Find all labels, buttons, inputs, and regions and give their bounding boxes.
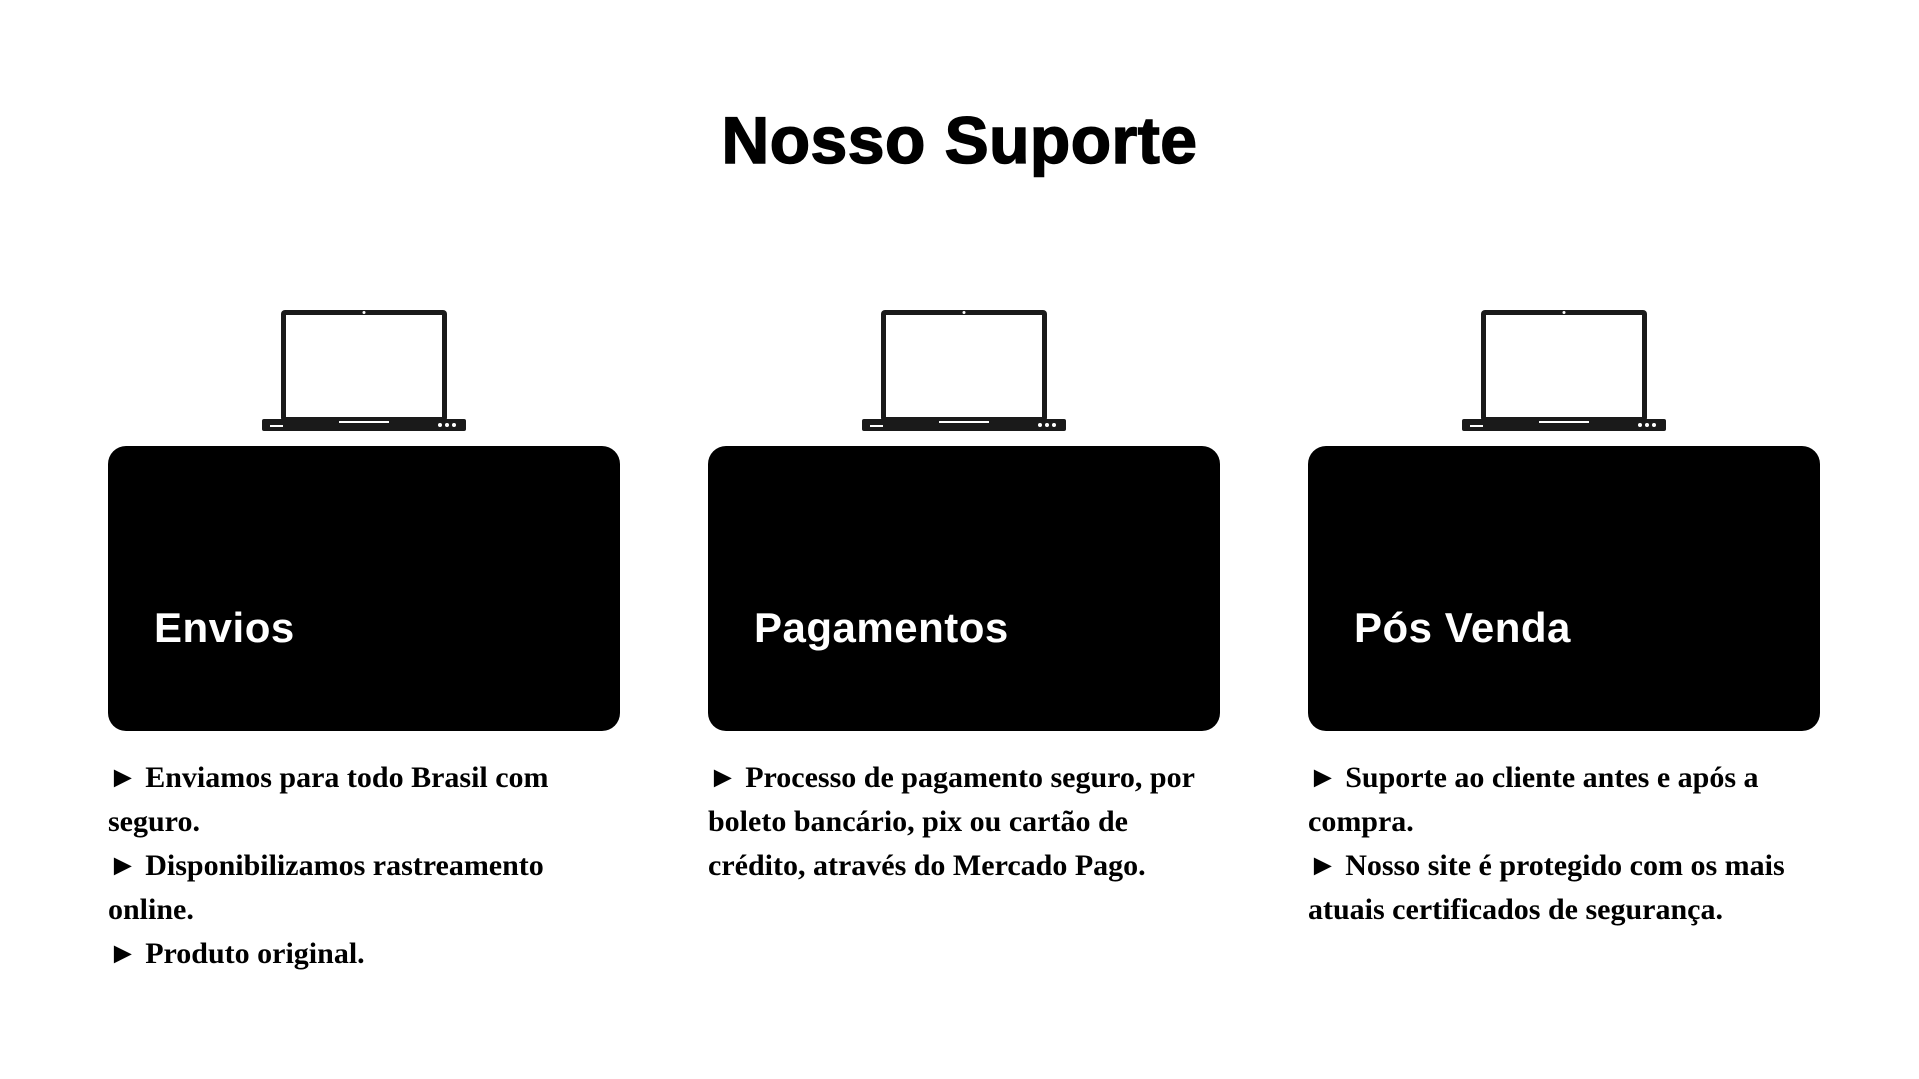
section-pos-venda: Pós Venda ► Suporte ao cliente antes e a… bbox=[1308, 0, 1820, 1079]
laptop-icon bbox=[862, 308, 1066, 438]
bullet-arrow-icon: ► bbox=[108, 937, 146, 970]
page-title: Nosso Suporte bbox=[721, 102, 1198, 178]
description-list: ► Suporte ao cliente antes e após a comp… bbox=[1308, 756, 1820, 932]
bullet-arrow-icon: ► bbox=[108, 849, 146, 882]
list-item: ► Processo de pagamento seguro, por bole… bbox=[708, 761, 1195, 882]
description-list: ► Enviamos para todo Brasil com seguro.►… bbox=[108, 756, 620, 976]
bullet-arrow-icon: ► bbox=[1308, 761, 1346, 794]
bullet-arrow-icon: ► bbox=[708, 761, 746, 794]
laptop-icon bbox=[262, 308, 466, 438]
list-item: ► Disponibilizamos rastreamento online. bbox=[108, 849, 544, 926]
card-label: Envios bbox=[154, 604, 295, 651]
laptop-icon bbox=[1462, 308, 1666, 438]
card-pos-venda: Pós Venda bbox=[1308, 446, 1820, 731]
description-list: ► Processo de pagamento seguro, por bole… bbox=[708, 756, 1220, 888]
card-pagamentos: Pagamentos bbox=[708, 446, 1220, 731]
card-label: Pós Venda bbox=[1354, 604, 1571, 651]
list-item: ► Suporte ao cliente antes e após a comp… bbox=[1308, 761, 1759, 838]
card-label: Pagamentos bbox=[754, 604, 1009, 651]
list-item: ► Enviamos para todo Brasil com seguro. bbox=[108, 761, 549, 838]
list-item: ► Produto original. bbox=[108, 937, 365, 970]
section-pagamentos: Pagamentos ► Processo de pagamento segur… bbox=[708, 0, 1220, 1079]
list-item: ► Nosso site é protegido com os mais atu… bbox=[1308, 849, 1785, 926]
card-envios: Envios bbox=[108, 446, 620, 731]
bullet-arrow-icon: ► bbox=[1308, 849, 1346, 882]
section-envios: Envios ► Enviamos para todo Brasil com s… bbox=[108, 0, 620, 1079]
bullet-arrow-icon: ► bbox=[108, 761, 146, 794]
